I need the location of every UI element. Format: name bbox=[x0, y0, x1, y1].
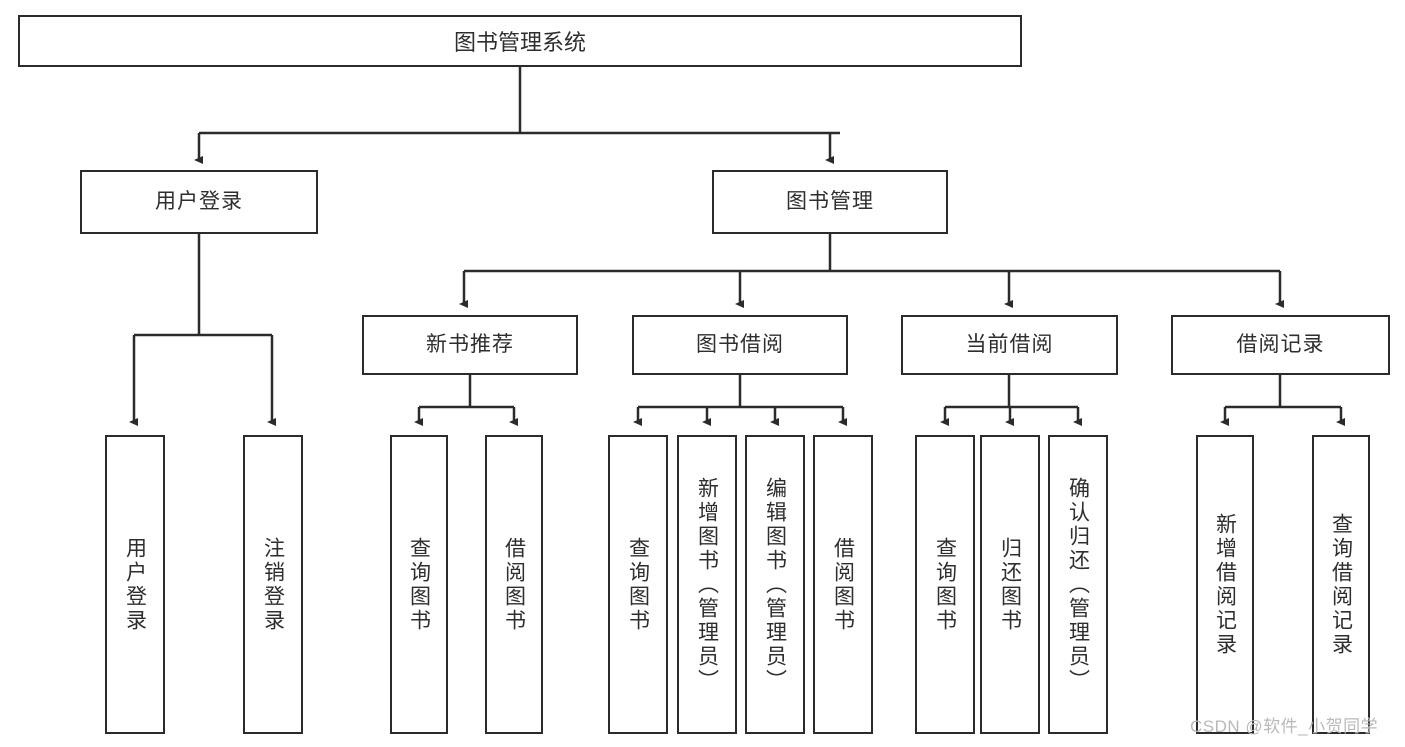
leaf-user-login-login[interactable]: 用户登录 bbox=[105, 435, 165, 734]
leaf-user-login-logout[interactable]: 注销登录 bbox=[243, 435, 303, 734]
leaf-label: 查询图书 bbox=[933, 536, 957, 633]
node-new-book-recommend[interactable]: 新书推荐 bbox=[362, 315, 578, 375]
leaf-label: 注销登录 bbox=[261, 536, 285, 633]
leaf-label: 查询借阅记录 bbox=[1329, 512, 1353, 657]
leaf-label: 查询图书 bbox=[407, 536, 431, 633]
leaf-label: 归还图书 bbox=[998, 536, 1022, 633]
leaf-new-book-query[interactable]: 查询图书 bbox=[390, 435, 448, 734]
leaf-book-borrow-borrow[interactable]: 借阅图书 bbox=[813, 435, 873, 734]
node-book-management[interactable]: 图书管理 bbox=[712, 170, 948, 234]
leaf-book-borrow-edit[interactable]: 编辑图书（管理员） bbox=[745, 435, 805, 734]
leaf-label: 用户登录 bbox=[123, 536, 147, 633]
node-root-system[interactable]: 图书管理系统 bbox=[18, 15, 1022, 67]
leaf-label: 新增图书（管理员） bbox=[695, 476, 719, 693]
leaf-label: 借阅图书 bbox=[502, 536, 526, 633]
leaf-borrow-record-add[interactable]: 新增借阅记录 bbox=[1196, 435, 1254, 734]
leaf-current-borrow-query[interactable]: 查询图书 bbox=[915, 435, 975, 734]
node-user-login[interactable]: 用户登录 bbox=[80, 170, 318, 234]
leaf-book-borrow-add[interactable]: 新增图书（管理员） bbox=[677, 435, 737, 734]
watermark-text: CSDN @软件_小贺同学 bbox=[1190, 717, 1379, 736]
leaf-current-borrow-confirm-return[interactable]: 确认归还（管理员） bbox=[1048, 435, 1108, 734]
leaf-label: 查询图书 bbox=[626, 536, 650, 633]
leaf-label: 编辑图书（管理员） bbox=[763, 476, 787, 693]
leaf-book-borrow-query[interactable]: 查询图书 bbox=[608, 435, 668, 734]
leaf-borrow-record-query[interactable]: 查询借阅记录 bbox=[1312, 435, 1370, 734]
leaf-label: 借阅图书 bbox=[831, 536, 855, 633]
leaf-new-book-borrow[interactable]: 借阅图书 bbox=[485, 435, 543, 734]
leaf-label: 确认归还（管理员） bbox=[1066, 476, 1090, 693]
node-book-borrow[interactable]: 图书借阅 bbox=[632, 315, 848, 375]
leaf-label: 新增借阅记录 bbox=[1213, 512, 1237, 657]
node-current-borrow[interactable]: 当前借阅 bbox=[901, 315, 1118, 375]
node-borrow-record[interactable]: 借阅记录 bbox=[1171, 315, 1390, 375]
leaf-current-borrow-return[interactable]: 归还图书 bbox=[980, 435, 1040, 734]
